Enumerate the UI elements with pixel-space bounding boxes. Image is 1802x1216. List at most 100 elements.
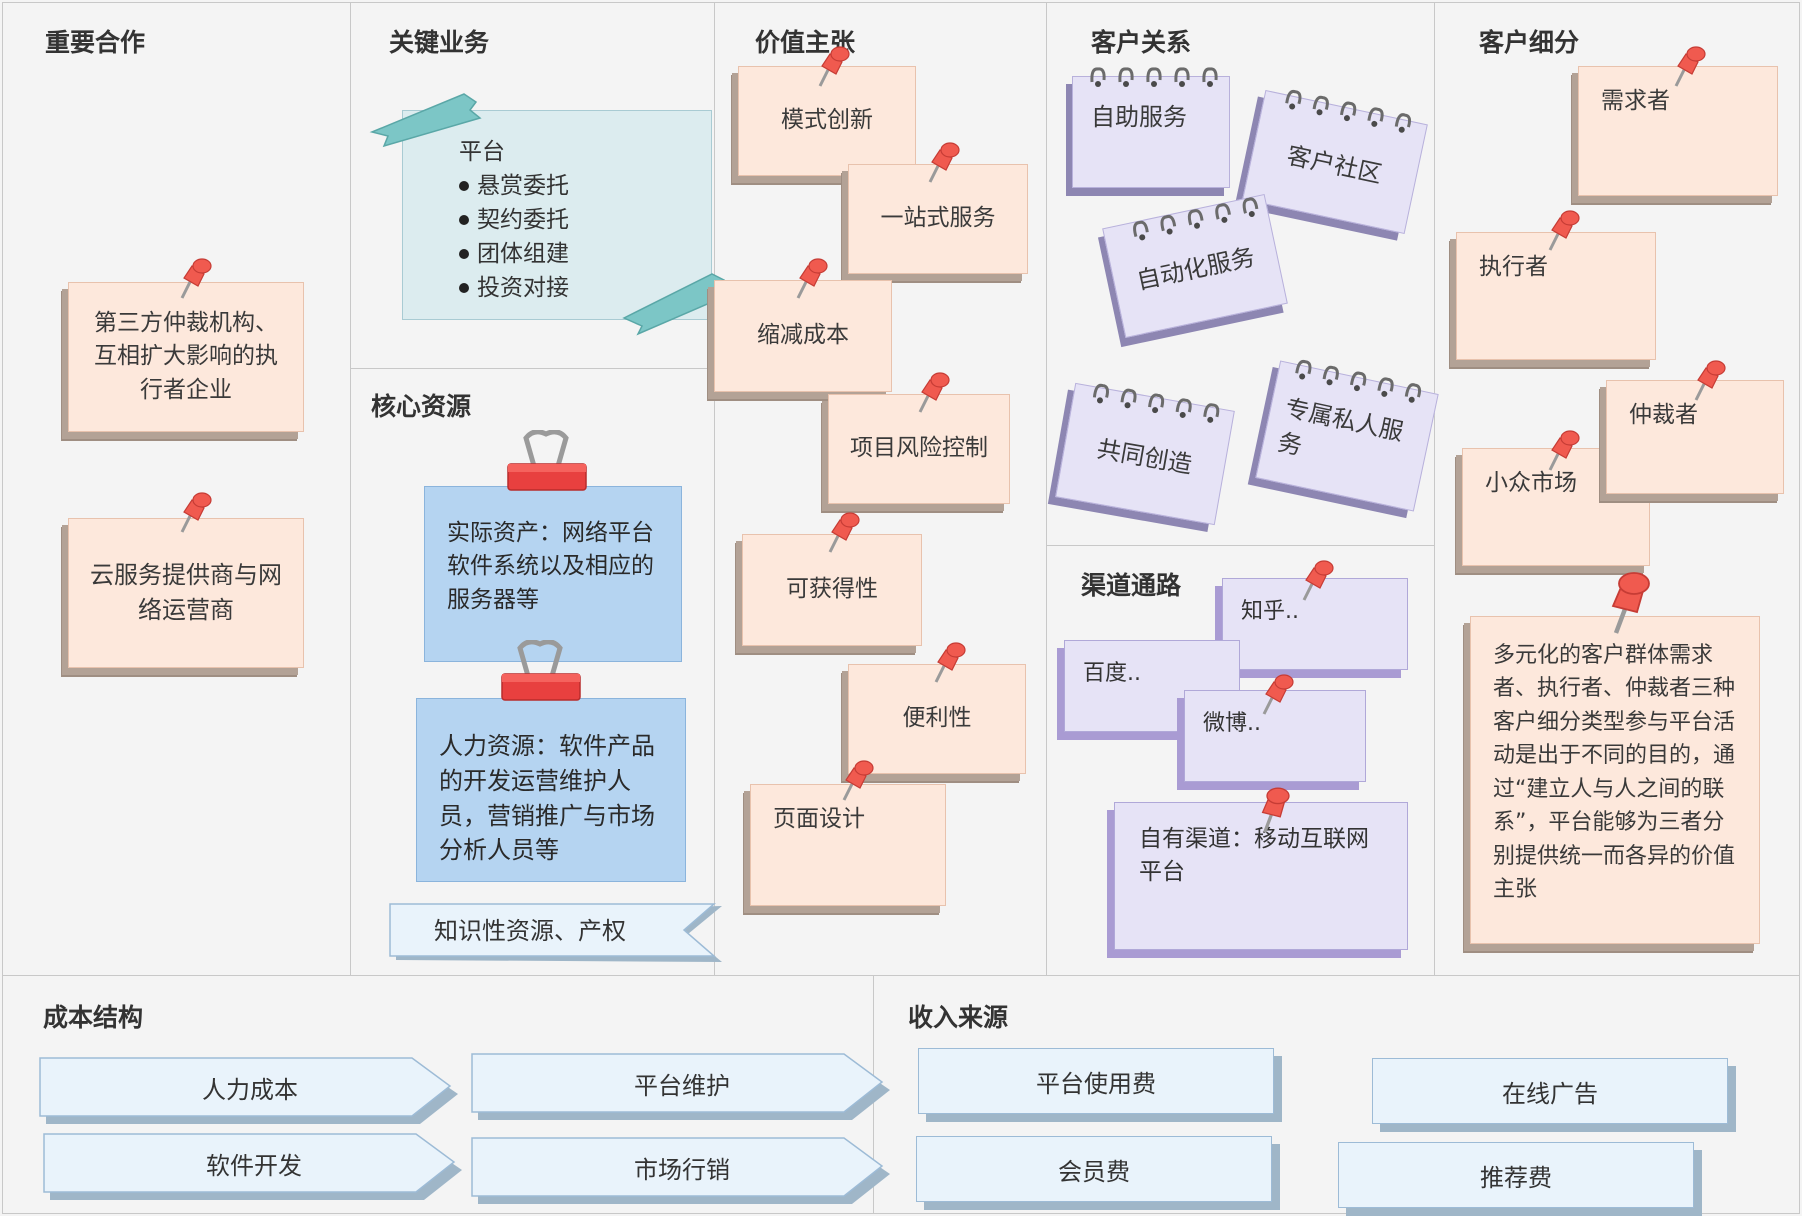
- resources-title: 核心资源: [371, 392, 472, 421]
- revenue-card-text: 平台使用费: [1036, 1069, 1156, 1098]
- segment-note-executor: 执行者: [1456, 232, 1656, 360]
- partners-cell: 重要合作: [2, 2, 352, 977]
- resource-card-people: 人力资源：软件产品的开发运营维护人员，营销推广与市场分析人员等: [416, 698, 686, 882]
- segment-note-text: 多元化的客户群体需求者、执行者、仲裁者三种客户细分类型参与平台活动是出于不同的目…: [1493, 643, 1736, 903]
- cost-arrow: 平台维护: [471, 1053, 892, 1120]
- spiral-ring-icon: [1285, 89, 1412, 133]
- costs-title: 成本结构: [43, 1003, 144, 1032]
- activities-item-text: 契约委托: [477, 207, 569, 234]
- partners-title: 重要合作: [45, 28, 146, 57]
- value-note-text: 页面设计: [773, 806, 865, 832]
- segment-note-niche: 小众市场: [1462, 448, 1650, 566]
- cost-arrow: 人力成本: [39, 1057, 460, 1124]
- relationships-title: 客户关系: [1091, 28, 1192, 57]
- binder-clip-icon: [501, 640, 581, 701]
- cost-arrow-text: 市场行销: [634, 1155, 730, 1184]
- activities-memo: 平台 悬赏委托 契约委托 团体组建 投资对接: [402, 110, 712, 320]
- value-note: 页面设计: [750, 784, 946, 906]
- activities-item: 投资对接: [459, 271, 711, 305]
- value-note: 模式创新: [738, 66, 916, 176]
- activities-item: 契约委托: [459, 203, 711, 237]
- revenue-card-text: 会员费: [1058, 1157, 1130, 1186]
- cost-arrow-text: 平台维护: [634, 1071, 730, 1100]
- pushpin-icon: [1611, 572, 1650, 634]
- pushpin-icon: [918, 372, 950, 413]
- pushpin-icon: [1302, 560, 1334, 601]
- revenue-card: 会员费: [916, 1136, 1272, 1202]
- relationship-notebook-text: 自动化服务: [1133, 242, 1258, 295]
- channel-note-text: 自有渠道：移动互联网平台: [1139, 826, 1369, 886]
- partners-note-cloud: 云服务提供商与网络运营商: [68, 518, 304, 668]
- cost-arrow: 市场行销: [471, 1137, 892, 1204]
- segment-note-text: 需求者: [1601, 88, 1670, 114]
- pushpin-icon: [1548, 210, 1580, 251]
- value-note-text: 一站式服务: [880, 205, 996, 232]
- pushpin-icon: [1548, 430, 1580, 471]
- revenue-card: 在线广告: [1372, 1058, 1728, 1124]
- activities-item-text: 投资对接: [477, 275, 569, 302]
- pushpin-icon: [1261, 787, 1290, 833]
- pushpin-icon: [934, 642, 966, 683]
- spiral-ring-icon: [1092, 383, 1220, 423]
- value-note: 一站式服务: [848, 164, 1028, 274]
- tape-icon: [369, 93, 482, 148]
- activities-heading: 平台: [459, 139, 505, 165]
- activities-title: 关键业务: [389, 28, 490, 57]
- segment-note-text: 小众市场: [1485, 470, 1577, 496]
- arrow-shape: [43, 1133, 462, 1200]
- pushpin-icon: [1262, 674, 1294, 715]
- revenue-card: 平台使用费: [918, 1048, 1274, 1114]
- segment-note-text: 仲裁者: [1629, 402, 1698, 428]
- segment-note-text: 执行者: [1479, 254, 1548, 280]
- channel-note-own: 自有渠道：移动互联网平台: [1114, 802, 1408, 950]
- bullet-icon: [459, 283, 469, 294]
- cost-arrow: 软件开发: [43, 1133, 464, 1200]
- activities-item-text: 悬赏委托: [477, 173, 569, 200]
- bullet-icon: [459, 215, 469, 226]
- spiral-ring-icon: [1295, 359, 1422, 403]
- spiral-ring-icon: [1133, 197, 1259, 241]
- resource-banner: 知识性资源、产权: [388, 902, 728, 962]
- pushpin-icon: [1694, 360, 1726, 401]
- revenue-title: 收入来源: [908, 1003, 1009, 1032]
- tape-icon: [622, 273, 728, 336]
- arrow-shape: [39, 1057, 458, 1124]
- pushpin-icon: [818, 46, 850, 87]
- value-note-text: 模式创新: [781, 107, 873, 134]
- pushpin-icon: [180, 492, 212, 533]
- channels-title: 渠道通路: [1081, 571, 1182, 600]
- value-note: 可获得性: [742, 534, 922, 646]
- segment-note-summary: 多元化的客户群体需求者、执行者、仲裁者三种客户细分类型参与平台活动是出于不同的目…: [1470, 616, 1760, 944]
- pushpin-icon: [180, 258, 212, 299]
- channel-note-text: 百度..: [1083, 661, 1141, 686]
- relationship-notebook-text: 共同创造: [1094, 434, 1195, 479]
- cost-arrow-text: 人力成本: [202, 1075, 298, 1104]
- value-note-text: 项目风险控制: [850, 435, 988, 462]
- partners-note-arbitration: 第三方仲裁机构、互相扩大影响的执行者企业: [68, 282, 304, 432]
- revenue-card-text: 在线广告: [1502, 1079, 1598, 1108]
- relationship-notebook: 自助服务: [1072, 76, 1230, 188]
- pushpin-icon: [1674, 46, 1706, 87]
- activities-item: 悬赏委托: [459, 169, 711, 203]
- channel-note-zhihu: 知乎..: [1222, 578, 1408, 670]
- revenue-card-text: 推荐费: [1480, 1163, 1552, 1192]
- resource-banner-text: 知识性资源、产权: [434, 916, 626, 945]
- bullet-icon: [459, 249, 469, 260]
- value-note-text: 便利性: [902, 705, 972, 732]
- channel-note-weibo: 微博..: [1184, 690, 1366, 782]
- resource-card-assets: 实际资产：网络平台软件系统以及相应的服务器等: [424, 486, 682, 662]
- value-note: 项目风险控制: [828, 394, 1010, 504]
- partners-note-cloud-text: 云服务提供商与网络运营商: [90, 561, 282, 624]
- resource-card-assets-text: 实际资产：网络平台软件系统以及相应的服务器等: [447, 520, 654, 613]
- banner-shape: [389, 903, 722, 962]
- relationship-notebook-text: 客户社区: [1284, 140, 1385, 189]
- pushpin-icon: [828, 512, 860, 553]
- value-note-text: 缩减成本: [757, 322, 849, 349]
- binder-clip-icon: [507, 430, 587, 491]
- arrow-shape: [471, 1053, 890, 1120]
- value-note: 缩减成本: [714, 280, 892, 392]
- pushpin-icon: [796, 258, 828, 299]
- channel-note-text: 微博..: [1203, 711, 1261, 736]
- segments-title: 客户细分: [1479, 28, 1580, 57]
